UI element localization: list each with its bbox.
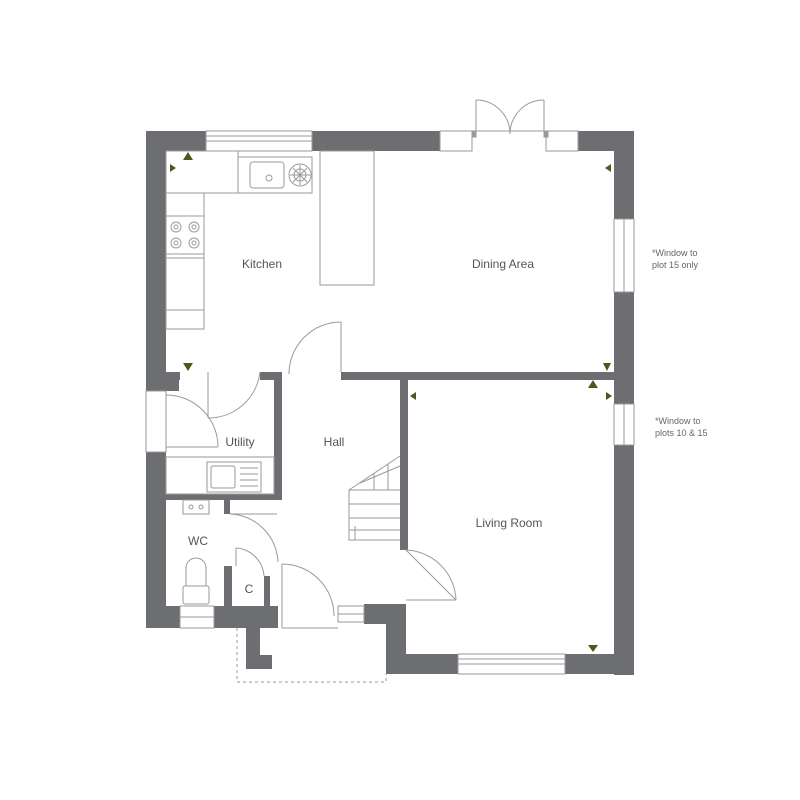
room-label-utility: Utility (225, 435, 254, 449)
french-doors-icon (439, 99, 579, 152)
toilet-icon (182, 557, 210, 605)
utility-door-opening (145, 390, 167, 453)
basin-icon (182, 499, 210, 515)
kitchen-units (165, 150, 375, 330)
window-note-plot15-line2: plot 15 only (652, 260, 699, 270)
window-note-plot15-line1: *Window to (652, 248, 698, 258)
window-note-plots-line2: plots 10 & 15 (655, 428, 708, 438)
dining-side-window (613, 218, 635, 293)
porch-outline (236, 628, 387, 683)
door-icon (165, 321, 457, 629)
sink-icon (237, 156, 313, 194)
room-label-living: Living Room (476, 516, 543, 530)
room-label-cupboard: C (245, 582, 254, 596)
light-marker-icon (170, 152, 612, 652)
room-label-wc: WC (188, 534, 208, 548)
utility-sink-icon (165, 456, 275, 495)
living-side-window (613, 403, 635, 446)
external-walls (146, 131, 634, 675)
wc-window (179, 605, 215, 629)
windows (145, 130, 635, 675)
porch-window (337, 605, 365, 623)
hob-icon (165, 215, 205, 255)
stairs-icon (348, 455, 401, 541)
living-front-window (457, 653, 566, 675)
room-label-kitchen: Kitchen (242, 257, 282, 271)
kitchen-window (205, 130, 313, 152)
room-label-hall: Hall (324, 435, 345, 449)
window-note-plots-line1: *Window to (655, 416, 701, 426)
internal-walls (166, 372, 614, 606)
room-label-dining: Dining Area (472, 257, 534, 271)
